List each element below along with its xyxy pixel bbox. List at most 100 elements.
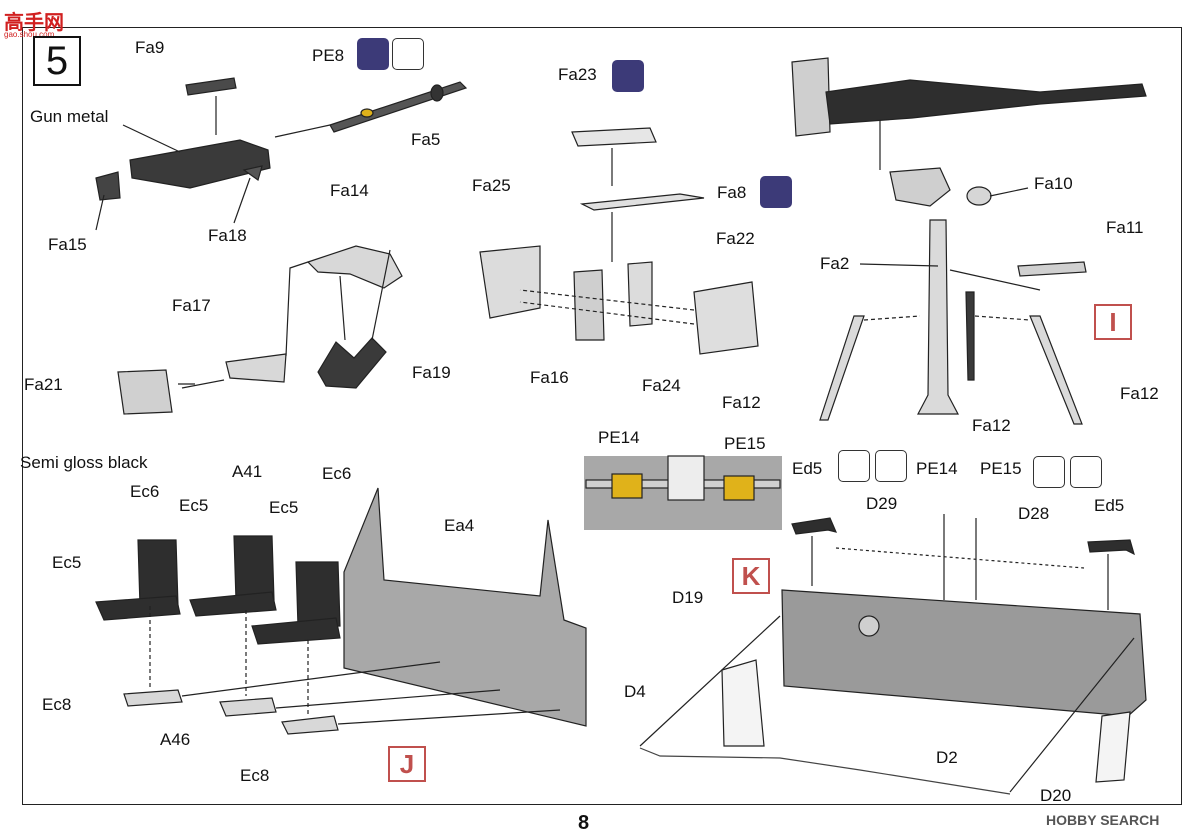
- watermark-logo: 高手网: [4, 12, 64, 34]
- label-ec8-bottom: Ec8: [240, 766, 270, 785]
- label-d28: D28: [1018, 504, 1050, 523]
- ec8-bottom-bracket: [281, 715, 339, 735]
- label-ea4: Ea4: [444, 516, 475, 535]
- label-ec8-top: Ec8: [42, 695, 72, 714]
- label-d20: D20: [1040, 786, 1072, 805]
- label-pe15: PE15: [980, 459, 1022, 478]
- glue-icon: [1070, 456, 1102, 488]
- fa18-part: [242, 165, 263, 181]
- label-ec5-b: Ec5: [269, 498, 299, 517]
- watermark-hobby-search: HOBBY SEARCH: [1046, 812, 1160, 828]
- label-fa15: Fa15: [48, 235, 87, 254]
- fa24-part: [693, 281, 759, 355]
- label-fa9: Fa9: [135, 38, 165, 57]
- label-fa18: Fa18: [208, 226, 247, 245]
- fa11-part: [1017, 261, 1087, 277]
- fa8-part: [579, 193, 705, 211]
- label-ec5-c: Ec5: [52, 553, 82, 572]
- d19-part: [721, 659, 765, 747]
- fa2-cradle: [889, 167, 951, 207]
- gun-receiver-part: [129, 139, 271, 189]
- page-number: 8: [578, 812, 590, 834]
- label-fa23: Fa23: [558, 65, 597, 84]
- d4-chain: [639, 747, 1011, 795]
- label-semi-gloss-black: Semi gloss black: [20, 453, 148, 472]
- ec6-middle-seat: [233, 535, 275, 601]
- ec5-middle-cushion: [189, 591, 277, 617]
- code-k: K: [732, 558, 770, 594]
- label-fa22: Fa22: [716, 229, 755, 248]
- fa17-part: [225, 353, 287, 383]
- fa19-part: [317, 337, 387, 389]
- label-fa8: Fa8: [717, 183, 747, 202]
- ed5-left-handle: [791, 517, 838, 535]
- ed5-right-handle: [1087, 539, 1135, 556]
- bend-icon: [1033, 456, 1065, 488]
- a46-bracket: [219, 697, 277, 717]
- fa15-part: [95, 171, 121, 201]
- d20-part: [1095, 711, 1131, 783]
- label-d4: D4: [624, 682, 646, 701]
- label-ec6-right: Ec6: [322, 464, 352, 483]
- ec8-top-bracket: [123, 689, 183, 707]
- label-fa21: Fa21: [24, 375, 63, 394]
- label-fa12-mid: Fa12: [972, 416, 1011, 435]
- label-ed5-left: Ed5: [792, 459, 823, 478]
- label-a41: A41: [232, 462, 263, 481]
- label-ec5-a: Ec5: [179, 496, 209, 515]
- label-fa12-left: Fa12: [722, 393, 761, 412]
- label-gun-metal: Gun metal: [30, 107, 109, 126]
- page-frame: [22, 27, 1182, 805]
- bend-icon: [838, 450, 870, 482]
- fa9-part: [185, 77, 237, 96]
- label-fa16: Fa16: [530, 368, 569, 387]
- fa16-part: [573, 269, 605, 341]
- label-fa17: Fa17: [172, 296, 211, 315]
- fa2-ammo-can: [791, 57, 831, 137]
- fa2-pedestal: [917, 219, 959, 415]
- label-fa14: Fa14: [330, 181, 369, 200]
- code-i: I: [1094, 304, 1132, 340]
- label-fa25: Fa25: [472, 176, 511, 195]
- glue-icon: [875, 450, 907, 482]
- fa21-part: [117, 369, 173, 415]
- label-pe14-detail: PE14: [598, 428, 640, 447]
- bend-icon: [357, 38, 389, 70]
- label-fa11: Fa11: [1106, 218, 1144, 237]
- fa5-barrel-part: [329, 81, 468, 133]
- label-pe14: PE14: [916, 459, 958, 478]
- d2-panel: [781, 589, 1147, 717]
- label-fa24: Fa24: [642, 376, 681, 395]
- fa12-left-leg: [819, 315, 865, 421]
- step-number: 5: [33, 36, 81, 86]
- label-d19: D19: [672, 588, 704, 607]
- fa12-mid-leg: [965, 291, 975, 381]
- label-pe15-detail: PE15: [724, 434, 766, 453]
- fa2-gun: [825, 79, 1147, 125]
- ec5-left-cushion: [95, 595, 181, 621]
- fa22-part: [627, 261, 653, 327]
- remove-icon: [760, 176, 792, 208]
- label-fa2: Fa2: [820, 254, 850, 273]
- fa12-right-leg: [1029, 315, 1083, 425]
- label-ed5-right: Ed5: [1094, 496, 1125, 515]
- label-fa5: Fa5: [411, 130, 441, 149]
- fa25-part: [479, 245, 541, 319]
- watermark-url: gao.shou.com: [4, 30, 55, 39]
- label-a46: A46: [160, 730, 191, 749]
- glue-icon: [392, 38, 424, 70]
- ec6-right-seat: [295, 561, 341, 627]
- label-d29: D29: [866, 494, 898, 513]
- code-j: J: [388, 746, 426, 782]
- label-ec6-left: Ec6: [130, 482, 160, 501]
- fa14-part: [306, 245, 403, 289]
- label-fa10: Fa10: [1034, 174, 1073, 193]
- label-fa12-right: Fa12: [1120, 384, 1159, 403]
- remove-icon: [612, 60, 644, 92]
- ec5-right-cushion: [251, 617, 341, 645]
- fa23-part: [571, 127, 657, 147]
- label-pe8: PE8: [312, 46, 345, 65]
- label-fa19: Fa19: [412, 363, 451, 382]
- label-d2: D2: [936, 748, 958, 767]
